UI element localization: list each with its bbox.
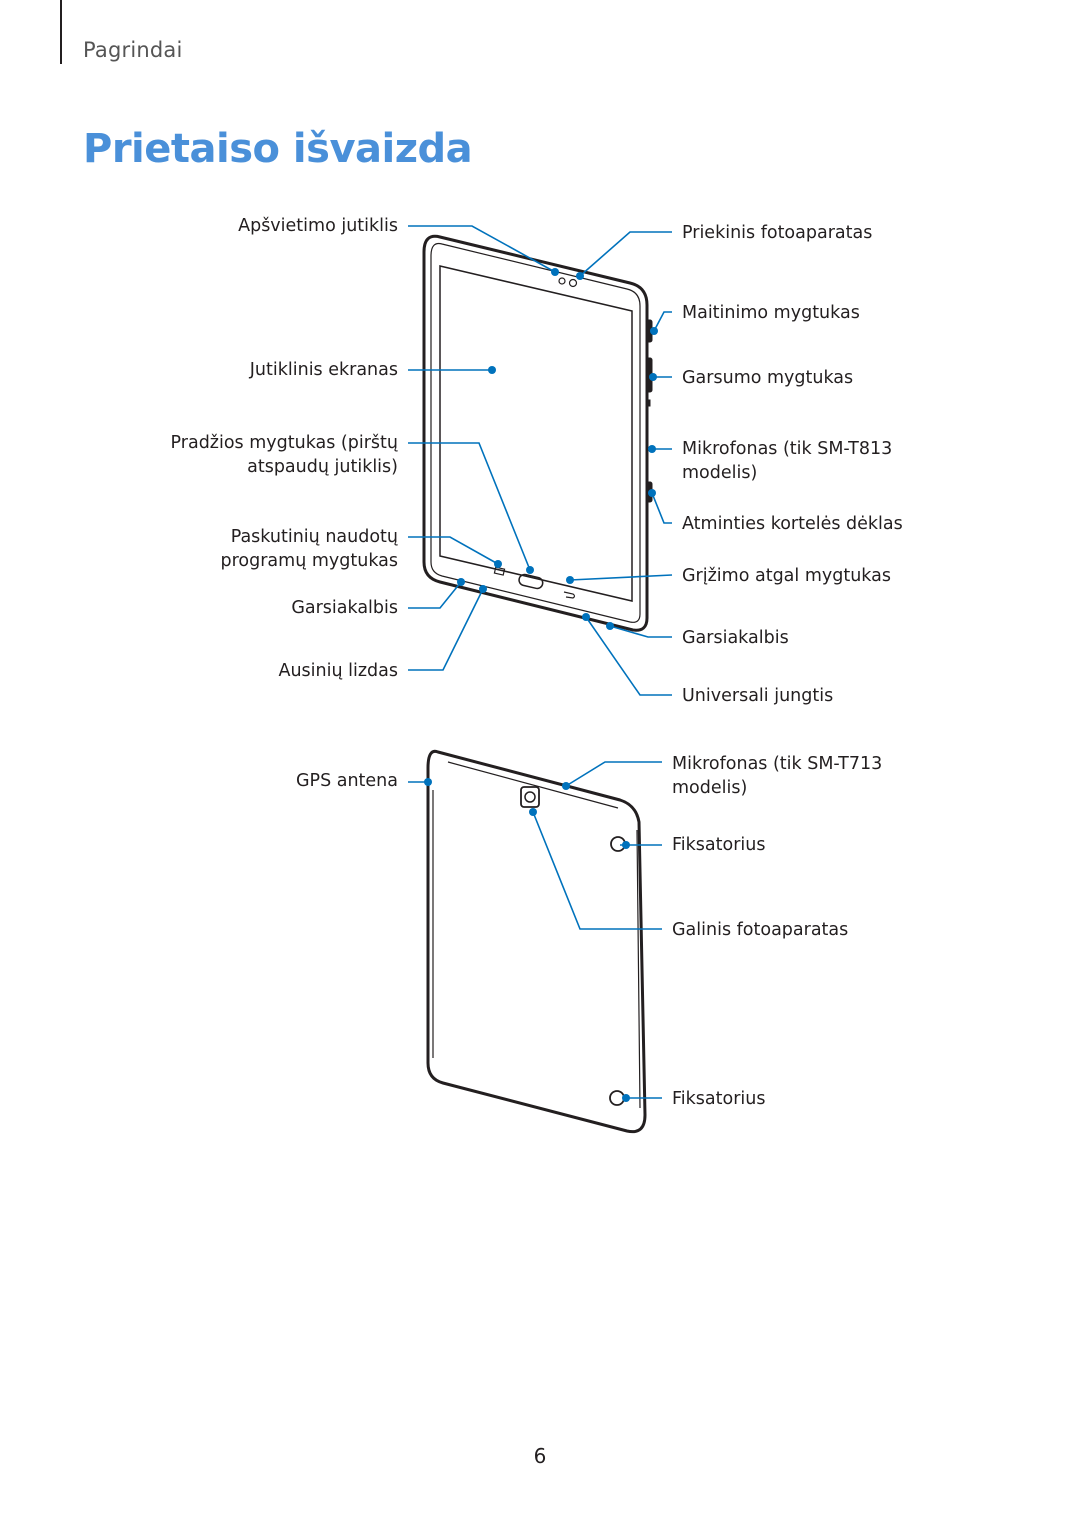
dot-memory-tray bbox=[648, 489, 656, 497]
dot-gps bbox=[424, 778, 432, 786]
label-memory-tray: Atminties kortelės dėklas bbox=[682, 514, 903, 534]
callout-front-camera bbox=[579, 231, 672, 277]
label-front-camera: Priekinis fotoaparatas bbox=[682, 223, 873, 243]
label-mic-front-line2: modelis) bbox=[682, 463, 758, 483]
back-body-edge bbox=[432, 761, 641, 1109]
label-recent-apps-line1: Paskutinių naudotų bbox=[230, 527, 398, 547]
tablet-front-illustration bbox=[422, 234, 653, 632]
dot-rear-camera bbox=[529, 808, 537, 816]
light-sensor-hole bbox=[558, 277, 566, 285]
callout-dots bbox=[424, 268, 658, 1102]
corner-marker bbox=[60, 0, 62, 64]
dot-speaker-right bbox=[606, 622, 614, 630]
front-body-outline bbox=[422, 234, 649, 632]
label-mic-back-line2: modelis) bbox=[672, 778, 748, 798]
dot-front-camera bbox=[576, 272, 584, 280]
label-mic-front-line1: Mikrofonas (tik SM-T813 bbox=[682, 439, 893, 459]
callout-home-button bbox=[408, 442, 531, 571]
callout-speaker-right bbox=[609, 625, 672, 638]
dot-back-button bbox=[566, 576, 574, 584]
label-recent-apps-line2: programų mygtukas bbox=[220, 551, 399, 571]
label-mic-back-line1: Mikrofonas (tik SM-T713 bbox=[672, 754, 883, 774]
side-slot-mark bbox=[646, 399, 651, 407]
dot-usb bbox=[582, 613, 590, 621]
recent-key-shape bbox=[493, 566, 506, 576]
dot-mic-back bbox=[562, 782, 570, 790]
dot-light-sensor bbox=[551, 268, 559, 276]
dot-latch-upper bbox=[622, 841, 630, 849]
label-rear-camera: Galinis fotoaparatas bbox=[672, 920, 849, 940]
callout-light-sensor bbox=[408, 225, 556, 273]
callout-memory-tray bbox=[651, 492, 672, 524]
label-back-button: Grįžimo atgal mygtukas bbox=[682, 566, 891, 586]
dot-recent-apps bbox=[494, 560, 502, 568]
callout-power-key bbox=[653, 311, 672, 332]
callout-back-button bbox=[569, 574, 673, 581]
label-gps-antenna: GPS antena bbox=[295, 771, 398, 791]
back-body-outline bbox=[426, 749, 647, 1134]
front-camera-lens bbox=[568, 278, 578, 288]
label-touchscreen: Jutiklinis ekranas bbox=[249, 360, 398, 380]
label-power-key: Maitinimo mygtukas bbox=[682, 303, 860, 323]
label-volume-key: Garsumo mygtukas bbox=[682, 368, 854, 388]
callout-mic-back bbox=[565, 761, 662, 787]
label-light-sensor: Apšvietimo jutiklis bbox=[238, 216, 398, 236]
dot-mic-front bbox=[648, 445, 656, 453]
callout-recent-apps bbox=[408, 536, 499, 565]
label-latch-lower: Fiksatorius bbox=[672, 1089, 766, 1109]
tablet-back-illustration bbox=[426, 749, 647, 1134]
dot-power-key bbox=[650, 327, 658, 335]
dot-speaker-left bbox=[457, 578, 465, 586]
label-speaker-right: Garsiakalbis bbox=[682, 628, 789, 648]
label-usb: Universali jungtis bbox=[682, 686, 834, 706]
callout-usb bbox=[585, 616, 672, 696]
section-header: Pagrindai bbox=[83, 38, 183, 62]
label-latch-upper: Fiksatorius bbox=[672, 835, 766, 855]
dot-touchscreen bbox=[488, 366, 496, 374]
rear-camera-housing bbox=[520, 786, 540, 808]
back-key-shape bbox=[563, 591, 576, 599]
callout-headset-jack bbox=[408, 588, 484, 671]
label-home-button-line1: Pradžios mygtukas (pirštų bbox=[170, 433, 398, 453]
label-speaker-left: Garsiakalbis bbox=[291, 598, 398, 618]
label-headset-jack: Ausinių lizdas bbox=[278, 661, 398, 681]
dot-home-button bbox=[526, 566, 534, 574]
dot-headset-jack bbox=[479, 585, 487, 593]
latch-lower-shape bbox=[609, 1090, 625, 1106]
callout-speaker-left bbox=[408, 581, 462, 609]
dot-volume-key bbox=[649, 373, 657, 381]
dot-latch-lower bbox=[622, 1094, 630, 1102]
rear-camera-lens bbox=[524, 791, 536, 803]
front-body-inner bbox=[430, 242, 641, 623]
page-number: 6 bbox=[533, 1444, 547, 1468]
home-key-shape bbox=[518, 573, 544, 590]
page-title: Prietaiso išvaizda bbox=[83, 126, 473, 172]
front-screen bbox=[439, 265, 633, 602]
callout-rear-camera bbox=[532, 811, 662, 930]
label-home-button-line2: atspaudų jutiklis) bbox=[247, 457, 398, 477]
